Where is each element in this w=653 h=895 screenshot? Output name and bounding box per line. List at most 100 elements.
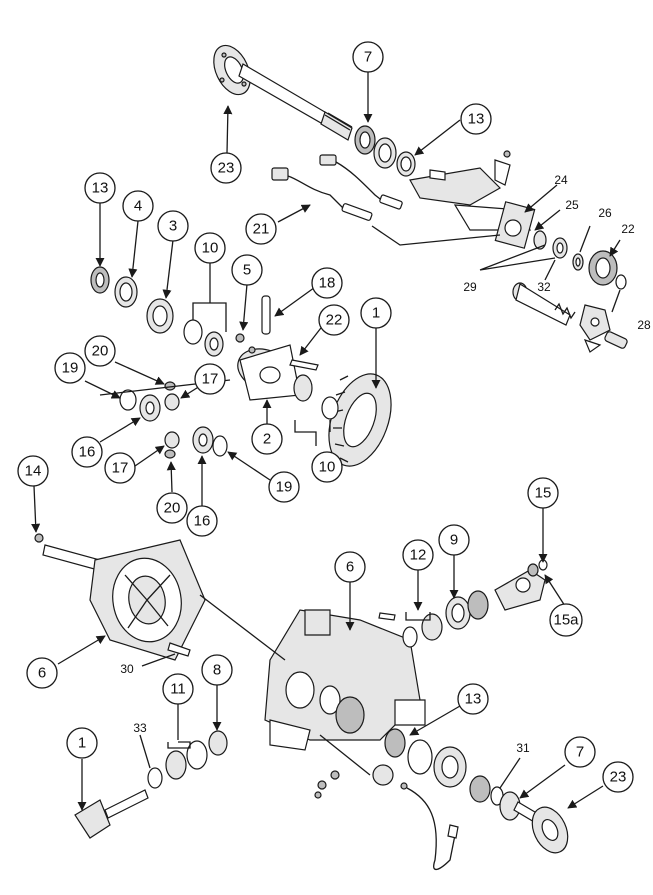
svg-text:32: 32 [537, 280, 551, 294]
svg-text:5: 5 [243, 262, 251, 279]
housing-main [264, 609, 426, 751]
svg-text:28: 28 [637, 318, 651, 332]
svg-text:25: 25 [565, 198, 579, 212]
svg-text:20: 20 [164, 500, 181, 517]
wiring-harness [271, 154, 501, 246]
pinion-shaft-14 [34, 533, 101, 571]
bolt-22 [289, 359, 319, 371]
callout-21: 21 [245, 213, 277, 245]
svg-text:13: 13 [468, 111, 485, 128]
bearing-3 [146, 298, 174, 334]
label-29: 29 [463, 280, 477, 294]
pinion-gear-17-top [164, 393, 180, 411]
ring-28 [615, 274, 627, 290]
o-ring-lower [407, 739, 433, 775]
callout-20-top: 20 [84, 335, 116, 367]
callout-3: 3 [157, 210, 189, 242]
svg-text:13: 13 [465, 691, 482, 708]
callout-15a: 15a [549, 603, 583, 637]
thrust-washer-19-top [119, 389, 137, 411]
callout-5: 5 [231, 254, 263, 286]
svg-text:16: 16 [79, 444, 96, 461]
axle-flange-lower [513, 801, 569, 854]
bearing-upper [373, 137, 397, 169]
seal-upper [354, 125, 376, 155]
bearing-10-right [293, 374, 339, 420]
label-32: 32 [537, 280, 551, 294]
nut-15 [527, 563, 539, 577]
vent-hose [372, 764, 459, 871]
callout-1-top: 1 [360, 297, 392, 329]
bearing-4 [114, 276, 138, 308]
svg-text:10: 10 [319, 459, 336, 476]
svg-text:30: 30 [120, 662, 134, 676]
bolts-lower-center [314, 770, 340, 799]
svg-text:14: 14 [25, 463, 42, 480]
callout-9: 9 [438, 524, 470, 556]
washer-25 [552, 237, 568, 259]
bearing-11 [165, 740, 208, 780]
pinion-yoke [494, 569, 546, 611]
svg-text:23: 23 [610, 769, 627, 786]
callout-7-top: 7 [352, 41, 384, 73]
svg-text:16: 16 [194, 513, 211, 530]
svg-text:6: 6 [346, 559, 354, 576]
label-22-top: 22 [621, 222, 635, 236]
callout-15: 15 [527, 477, 559, 509]
callout-17-top: 17 [194, 363, 226, 395]
shift-rod-assembly [512, 282, 628, 353]
label-26: 26 [598, 206, 612, 220]
svg-text:4: 4 [134, 198, 142, 215]
callout-23-top: 23 [210, 152, 242, 184]
callout-6-left: 6 [26, 657, 58, 689]
callout-17-bottom: 17 [104, 452, 136, 484]
callout-18: 18 [311, 267, 343, 299]
bearing-12 [402, 613, 443, 648]
svg-text:21: 21 [253, 221, 270, 238]
svg-text:8: 8 [213, 662, 221, 679]
svg-text:11: 11 [170, 681, 186, 698]
bolt-small-top [378, 612, 396, 621]
svg-text:17: 17 [112, 460, 129, 477]
shims-10-upper [183, 319, 224, 357]
leader-lines [31, 72, 621, 811]
callout-16-bottom: 16 [186, 505, 218, 537]
shift-actuator-assembly [409, 150, 536, 249]
bearing-13-left [90, 266, 110, 294]
housing-cover-left [89, 539, 206, 661]
svg-text:6: 6 [38, 665, 46, 682]
callout-12: 12 [402, 539, 434, 571]
label-25: 25 [565, 198, 579, 212]
svg-text:2: 2 [263, 431, 271, 448]
label-30: 30 [120, 662, 134, 676]
callout-19-top: 19 [54, 352, 86, 384]
svg-text:7: 7 [364, 49, 372, 66]
svg-text:3: 3 [169, 218, 177, 235]
callout-11: 11 [162, 673, 194, 705]
seal-lower [469, 775, 491, 803]
callout-10-bottom: 10 [311, 451, 343, 483]
svg-text:15a: 15a [553, 612, 579, 629]
thrust-washer-19-bottom [212, 435, 228, 457]
callout-13-lower: 13 [457, 683, 489, 715]
svg-text:29: 29 [463, 280, 477, 294]
svg-text:1: 1 [372, 305, 380, 322]
callout-6-right: 6 [334, 551, 366, 583]
svg-text:22: 22 [621, 222, 635, 236]
callouts: 7 13 23 24 25 26 22 21 29 32 28 13 4 3 1… [17, 41, 651, 793]
svg-text:17: 17 [202, 371, 219, 388]
callout-4: 4 [122, 190, 154, 222]
washer-20-bottom [164, 449, 176, 459]
callout-19-bottom: 19 [268, 471, 300, 503]
seal-9b [467, 590, 489, 620]
bearing-9 [445, 596, 471, 630]
callout-13-top: 13 [460, 103, 492, 135]
callout-23-bottom: 23 [602, 761, 634, 793]
washer-26 [572, 253, 584, 271]
bearing-cup-upper [396, 151, 416, 177]
svg-text:1: 1 [78, 735, 86, 752]
callout-1-bottom: 1 [66, 727, 98, 759]
callout-2: 2 [251, 423, 283, 455]
svg-text:10: 10 [202, 240, 219, 257]
svg-text:22: 22 [326, 312, 343, 329]
